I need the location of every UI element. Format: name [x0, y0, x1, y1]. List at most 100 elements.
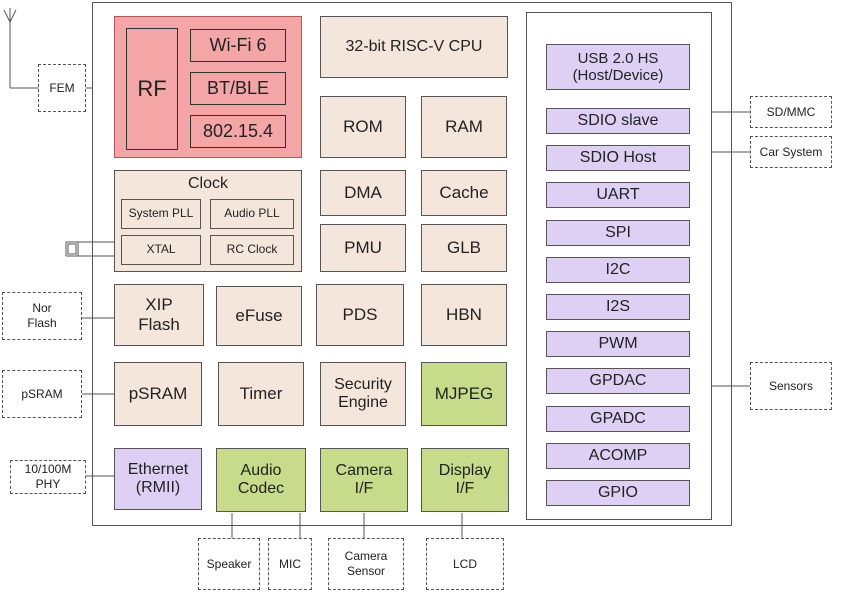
glb-block: GLB	[421, 224, 507, 272]
cpu-label: 32-bit RISC-V CPU	[345, 37, 483, 55]
pmu-label: PMU	[344, 238, 382, 258]
flash-label: Flash	[138, 315, 180, 334]
display-if-label: I/F	[455, 480, 475, 497]
camera-sensor-label-1: Camera	[344, 549, 388, 563]
peripheral-label: PWM	[598, 334, 638, 352]
usb-block: USB 2.0 HS (Host/Device)	[546, 44, 690, 90]
peripheral-label: I2C	[605, 260, 631, 278]
camera-if-label: I/F	[354, 480, 374, 497]
ethernet-block: Ethernet (RMII)	[114, 448, 202, 510]
peripheral-label: SDIO slave	[577, 111, 659, 129]
bt-ble-label: BT/BLE	[206, 78, 270, 99]
efuse-block: eFuse	[216, 286, 302, 346]
peripheral-label: I2S	[605, 297, 630, 315]
cpu-block: 32-bit RISC-V CPU	[320, 16, 508, 78]
peripheral-label: GPADC	[590, 409, 646, 427]
pds-block: PDS	[316, 284, 404, 346]
rc-clock-box: RC Clock	[210, 235, 294, 265]
engine-label: Engine	[338, 394, 388, 411]
peripheral-label: ACOMP	[588, 446, 648, 464]
peripheral-gpadc: GPADC	[546, 406, 690, 432]
mjpeg-label: MJPEG	[434, 384, 494, 404]
bt-ble-box: BT/BLE	[190, 72, 286, 105]
timer-block: Timer	[218, 362, 304, 426]
mic-label: MIC	[279, 556, 301, 571]
audio-label: Audio	[240, 461, 282, 479]
clock-title: Clock	[187, 175, 228, 192]
audio-pll-box: Audio PLL	[210, 199, 294, 229]
cache-label: Cache	[439, 183, 489, 203]
peripheral-sdio-host: SDIO Host	[546, 145, 690, 171]
rf-label: RF	[137, 76, 167, 102]
peripheral-acomp: ACOMP	[546, 443, 690, 469]
peripheral-spi: SPI	[546, 220, 690, 246]
sd-mmc-label: SD/MMC	[766, 104, 816, 119]
xtal-label: XTAL	[146, 242, 176, 257]
cache-block: Cache	[421, 170, 507, 216]
ethernet-label: Ethernet	[127, 460, 189, 478]
peripheral-pwm: PWM	[546, 331, 690, 357]
peripheral-label: SDIO Host	[579, 148, 657, 166]
dma-label: DMA	[344, 183, 382, 203]
speaker-label: Speaker	[206, 556, 252, 571]
system-pll-label: System PLL	[128, 206, 194, 221]
camera-sensor-label-2: Sensor	[346, 564, 386, 578]
psram-ext-label: pSRAM	[21, 386, 63, 401]
xip-label: XIP	[145, 295, 173, 315]
dma-block: DMA	[320, 170, 406, 216]
speaker-box: Speaker	[198, 538, 260, 590]
display-label: Display	[438, 461, 492, 479]
audio-codec-block: Audio Codec	[216, 448, 306, 512]
peripheral-sdio-slave: SDIO slave	[546, 108, 690, 134]
fem-box: FEM	[38, 64, 86, 112]
car-system-box: Car System	[750, 136, 832, 168]
usb-label: USB 2.0 HS	[577, 49, 659, 67]
802154-label: 802.15.4	[202, 121, 274, 142]
audio-pll-label: Audio PLL	[224, 206, 280, 221]
car-system-label: Car System	[759, 144, 823, 159]
display-if-block: Display I/F	[421, 448, 509, 512]
phy-label: PHY	[35, 477, 61, 491]
wifi6-label: Wi-Fi 6	[209, 35, 267, 56]
peripheral-uart: UART	[546, 182, 690, 208]
sensors-box: Sensors	[750, 362, 832, 410]
hbn-label: HBN	[446, 305, 482, 325]
lcd-label: LCD	[452, 556, 477, 571]
peripheral-column	[526, 12, 712, 520]
peripheral-label: GPIO	[597, 483, 638, 501]
ram-block: RAM	[421, 96, 507, 158]
xip-flash-block: XIP Flash	[114, 284, 204, 346]
chip-outline	[92, 2, 732, 526]
psram-block: pSRAM	[114, 362, 202, 426]
rf-block	[114, 16, 302, 158]
sensors-label: Sensors	[768, 378, 814, 393]
phy-speed-label: 10/100M	[24, 462, 72, 476]
glb-label: GLB	[446, 238, 482, 258]
efuse-label: eFuse	[235, 306, 283, 326]
usb-mode-label: (Host/Device)	[572, 67, 664, 84]
peripheral-label: SPI	[605, 223, 631, 241]
security-engine-block: Security Engine	[320, 362, 406, 426]
camera-sensor-box: Camera Sensor	[328, 538, 404, 590]
pds-label: PDS	[342, 305, 378, 325]
system-pll-box: System PLL	[121, 199, 201, 229]
rom-block: ROM	[320, 96, 406, 158]
802154-box: 802.15.4	[190, 115, 286, 148]
flash-ext-label: Flash	[27, 316, 57, 330]
phy-box: 10/100M PHY	[10, 460, 86, 494]
rmii-label: (RMII)	[135, 479, 181, 496]
pmu-block: PMU	[320, 224, 406, 272]
hbn-block: HBN	[421, 284, 507, 346]
psram-ext-box: pSRAM	[2, 370, 82, 418]
peripheral-i2c: I2C	[546, 257, 690, 283]
peripheral-label: UART	[596, 185, 640, 203]
nor-label: Nor	[32, 301, 52, 315]
rf-label-box: RF	[126, 28, 178, 150]
rom-label: ROM	[343, 117, 383, 137]
fem-label: FEM	[49, 80, 75, 95]
psram-label: pSRAM	[128, 384, 188, 404]
peripheral-gpio: GPIO	[546, 480, 690, 506]
mjpeg-block: MJPEG	[421, 362, 507, 426]
xtal-box: XTAL	[121, 235, 201, 265]
camera-if-block: Camera I/F	[320, 448, 408, 512]
